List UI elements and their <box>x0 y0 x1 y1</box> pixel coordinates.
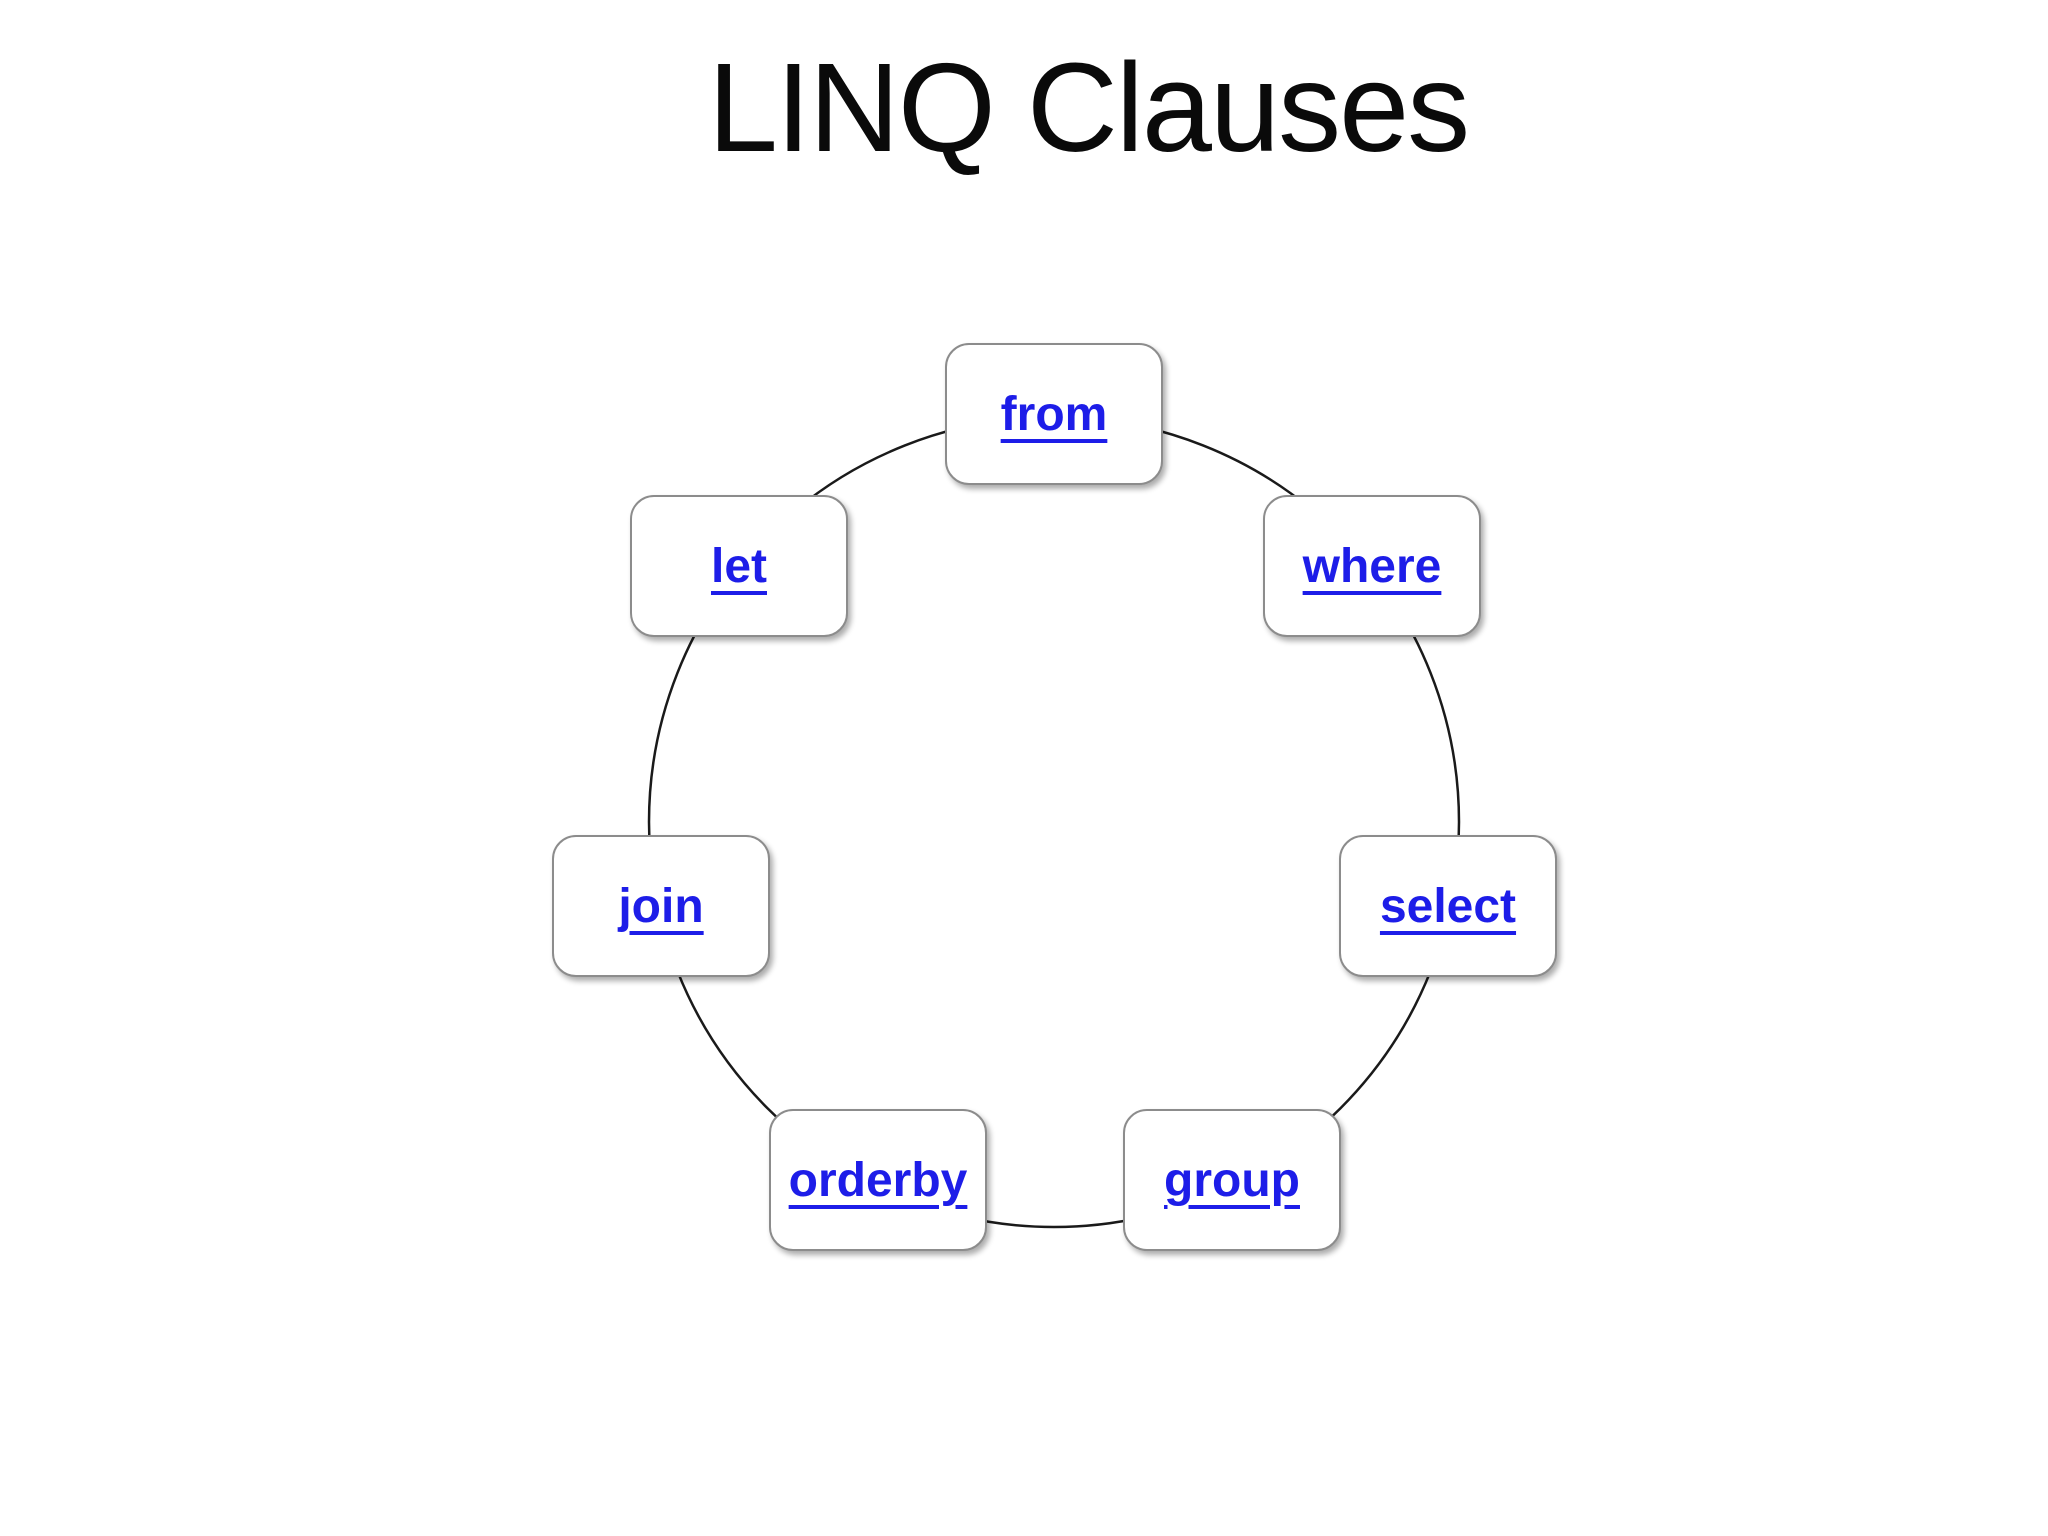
group-link[interactable]: group <box>1164 1153 1300 1207</box>
cycle-node-join: join <box>552 835 770 977</box>
cycle-node-let: let <box>630 495 848 637</box>
from-link[interactable]: from <box>1000 387 1108 441</box>
let-link[interactable]: let <box>710 539 767 593</box>
page-title: LINQ Clauses <box>707 37 1470 178</box>
where-link[interactable]: where <box>1302 539 1442 593</box>
orderby-link[interactable]: orderby <box>788 1153 968 1207</box>
select-link[interactable]: select <box>1379 879 1517 933</box>
cycle-node-orderby: orderby <box>769 1109 987 1251</box>
cycle-node-from: from <box>945 343 1163 485</box>
cycle-node-where: where <box>1263 495 1481 637</box>
cycle-node-group: group <box>1123 1109 1341 1251</box>
join-link[interactable]: join <box>618 879 704 933</box>
cycle-node-select: select <box>1339 835 1557 977</box>
